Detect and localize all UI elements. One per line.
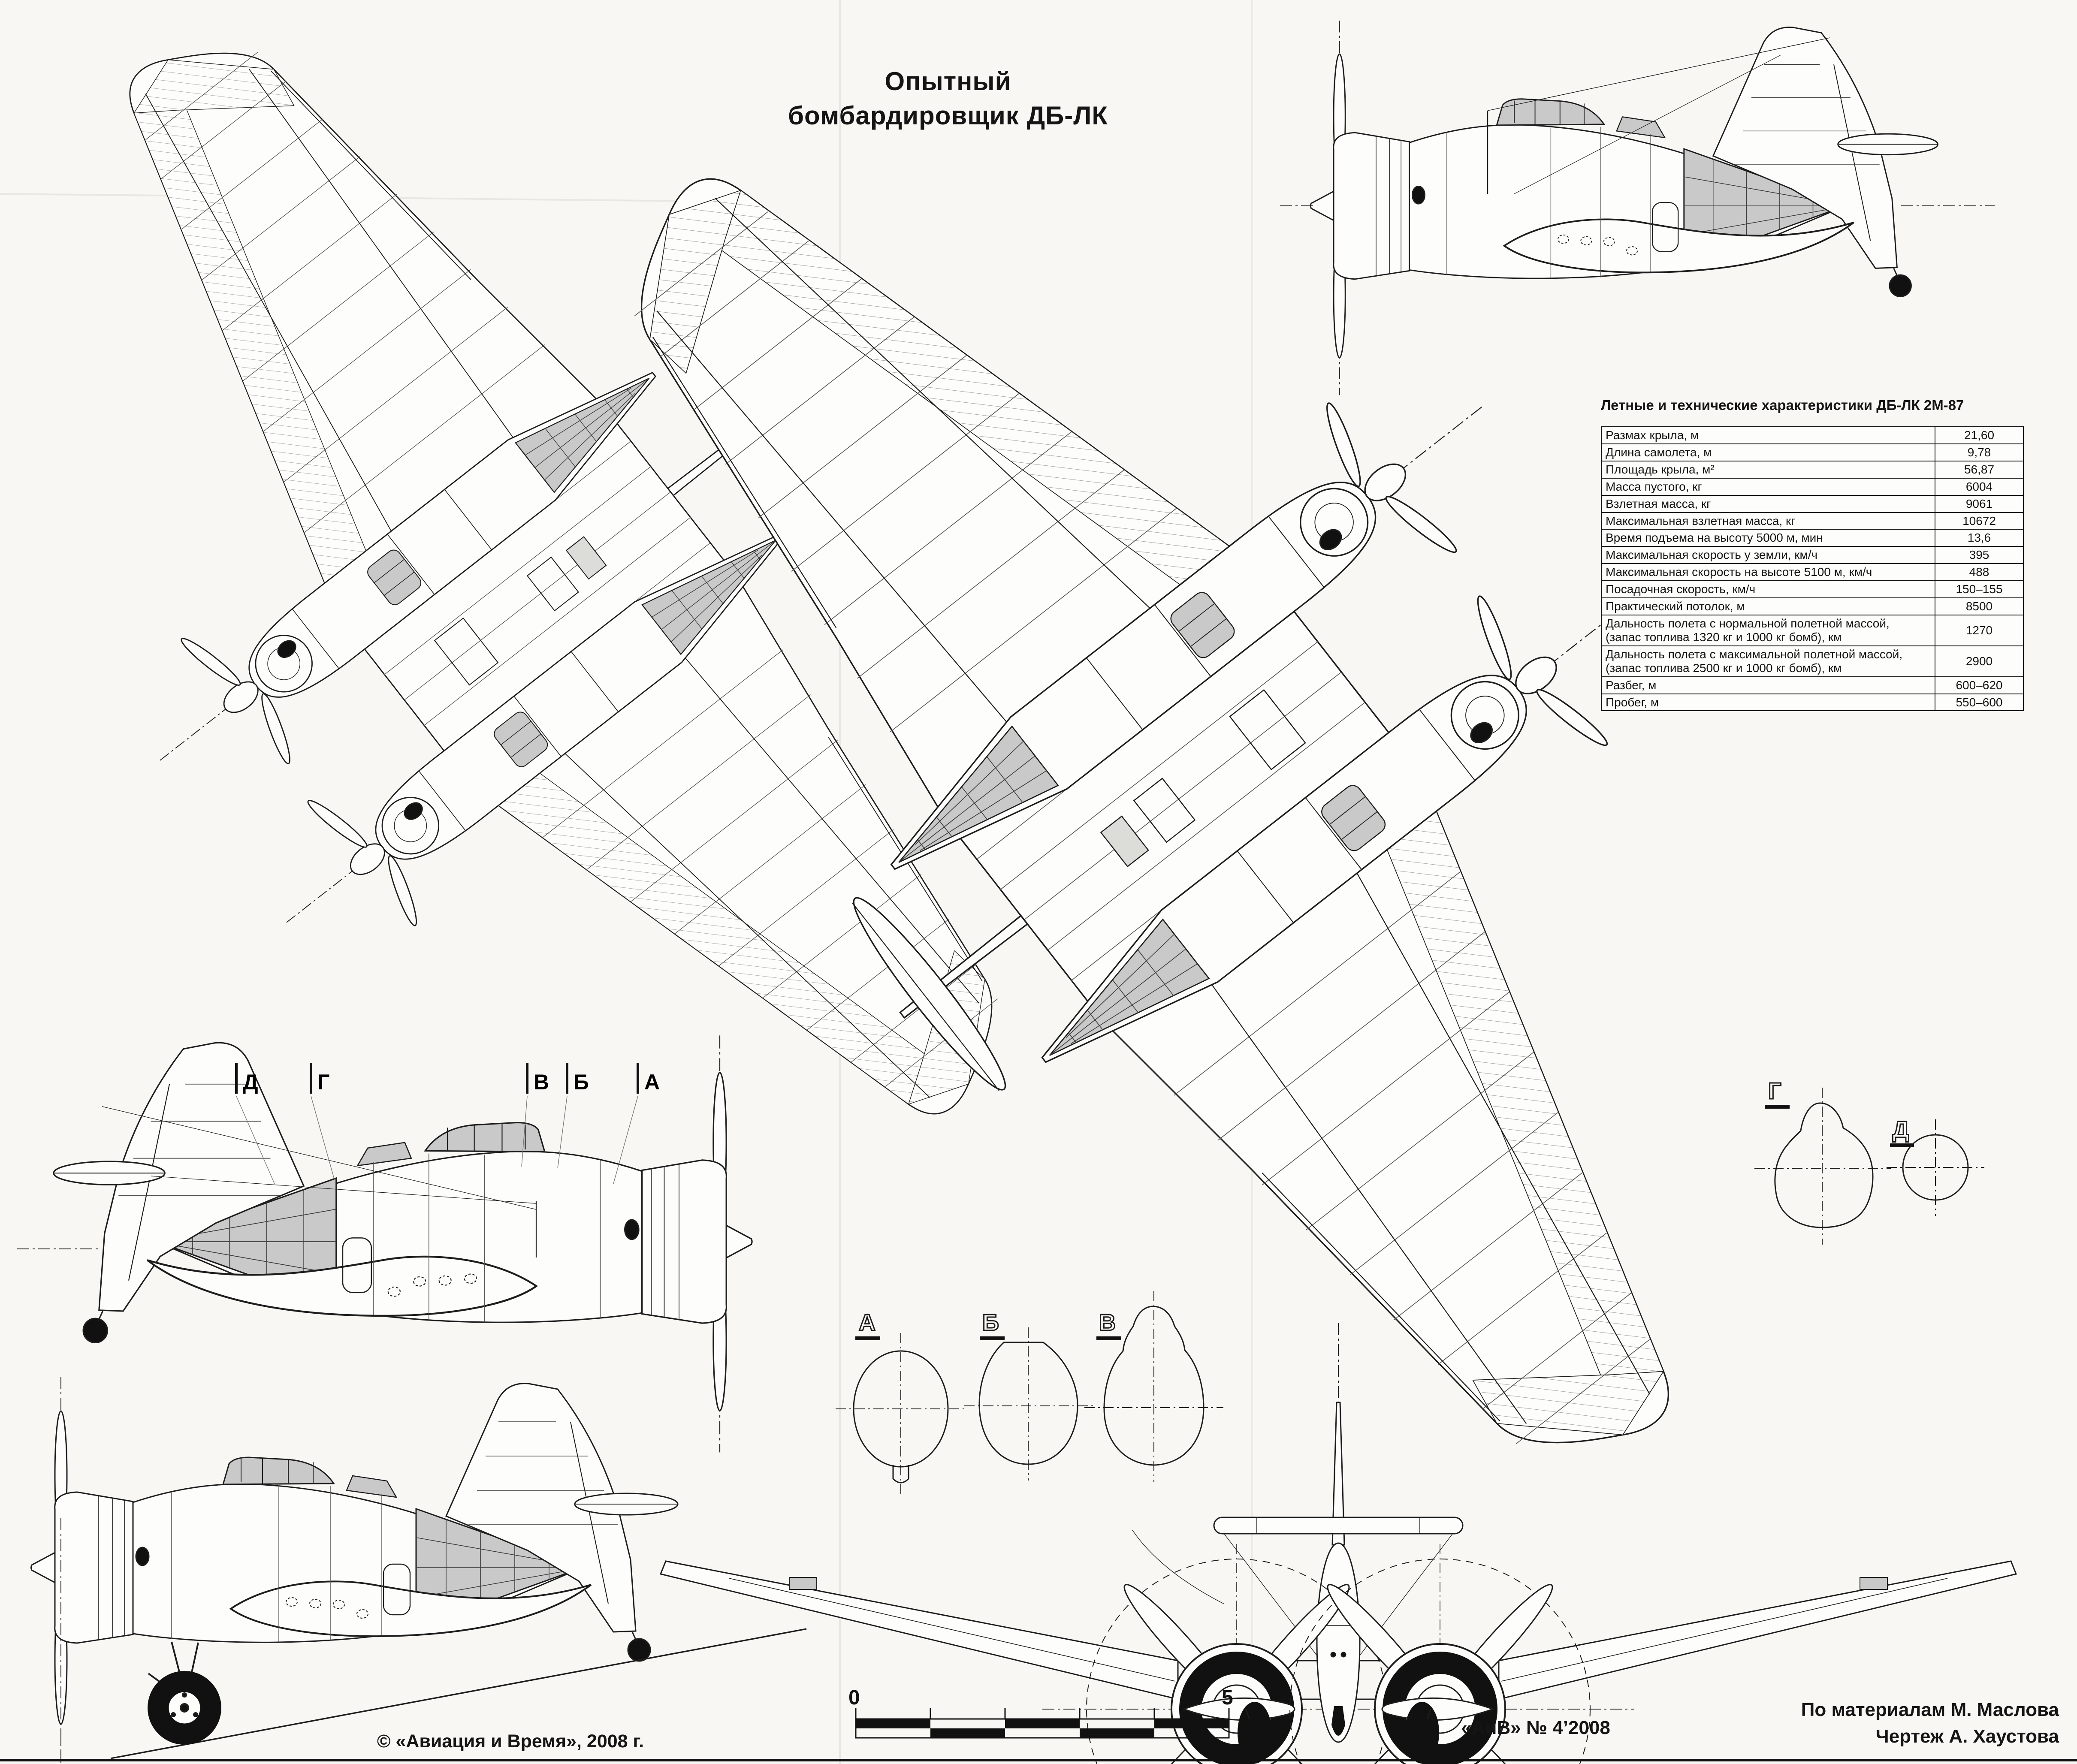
fin-front bbox=[1331, 1402, 1345, 1546]
front-view-aircraft bbox=[659, 1323, 2017, 1764]
page-title-line2: бомбардировщик ДБ-ЛК bbox=[788, 101, 1108, 130]
spec-label: Дальность полета с нормальной полетной м… bbox=[1601, 614, 1935, 646]
spec-value: 13,6 bbox=[1935, 529, 2024, 547]
central-pod-front bbox=[1316, 1542, 1361, 1743]
brace-wire bbox=[1348, 1532, 1454, 1671]
cross-section-b: Б bbox=[964, 1309, 1093, 1481]
ground-line bbox=[110, 1628, 807, 1759]
cross-sections-abv: А Б В bbox=[836, 1291, 1223, 1498]
magazine-issue: «АиВ» № 4’2008 bbox=[1461, 1717, 1610, 1738]
spec-value: 550–600 bbox=[1935, 693, 2024, 712]
spec-label: Максимальная скорость на высоте 5100 м, … bbox=[1601, 563, 1935, 582]
antenna-wire bbox=[1487, 37, 1830, 111]
spec-row: Максимальная скорость на высоте 5100 м, … bbox=[1601, 563, 2024, 582]
spec-value: 10672 bbox=[1935, 512, 2024, 530]
side-view-on-ground bbox=[30, 1376, 807, 1764]
section-marker-label-a: А bbox=[644, 1070, 660, 1094]
spec-value: 56,87 bbox=[1935, 460, 2024, 479]
section-marker-label-b: Б bbox=[574, 1070, 589, 1094]
spec-label: Максимальная взлетная масса, кг bbox=[1601, 512, 1935, 530]
tailplane-front bbox=[1213, 1517, 1464, 1535]
spec-value: 395 bbox=[1935, 546, 2024, 564]
section-plane-markers: Д Г В Б А bbox=[235, 1063, 660, 1184]
front-wheel bbox=[1238, 1702, 1272, 1764]
spec-value: 2900 bbox=[1935, 645, 2024, 677]
cross-section-label-v: В bbox=[1099, 1310, 1116, 1336]
spec-value: 150–155 bbox=[1935, 580, 2024, 599]
spec-value: 6004 bbox=[1935, 477, 2024, 496]
spec-label: Дальность полета с максимальной полетной… bbox=[1601, 645, 1935, 677]
cross-section-label-b: Б bbox=[982, 1310, 999, 1336]
spec-label: Масса пустого, кг bbox=[1601, 477, 1935, 496]
spec-label: Разбег, м bbox=[1601, 676, 1935, 694]
spec-value: 9,78 bbox=[1935, 443, 2024, 461]
cross-section-v: В bbox=[1084, 1291, 1223, 1482]
credit-draftsman: Чертеж А. Хаустова bbox=[1875, 1726, 2059, 1747]
spec-label: Посадочная скорость, км/ч bbox=[1601, 580, 1935, 599]
antenna-wire bbox=[1132, 1530, 1225, 1604]
scale-bar: 0 5 bbox=[848, 1686, 1233, 1739]
cross-section-d: Д bbox=[1887, 1116, 1984, 1216]
spec-value: 488 bbox=[1935, 563, 2024, 582]
brace-wire bbox=[1223, 1532, 1328, 1671]
spec-label: Пробег, м bbox=[1601, 693, 1935, 712]
spec-value: 9061 bbox=[1935, 495, 2024, 513]
spec-label: Максимальная скорость у земли, км/ч bbox=[1601, 546, 1935, 564]
left-engine-front bbox=[1086, 1544, 1387, 1764]
credit-source: По материалам М. Маслова bbox=[1801, 1699, 2059, 1720]
front-wheel bbox=[1405, 1702, 1439, 1764]
spec-value: 600–620 bbox=[1935, 676, 2024, 694]
tail-front bbox=[1132, 1402, 1464, 1671]
side-view-middle-left: Д Г В Б А bbox=[17, 1035, 752, 1452]
cross-section-g: Г bbox=[1754, 1078, 1891, 1245]
spec-value: 1270 bbox=[1935, 614, 2024, 646]
section-marker-label-g: Г bbox=[317, 1070, 329, 1094]
spec-value: 21,60 bbox=[1935, 426, 2024, 444]
section-marker-label-v: В bbox=[534, 1070, 549, 1094]
spec-label: Площадь крыла, м² bbox=[1601, 460, 1935, 479]
spec-label: Длина самолета, м bbox=[1601, 443, 1935, 461]
cross-section-label-a: А bbox=[859, 1310, 875, 1336]
cross-section-label-d: Д bbox=[1893, 1117, 1909, 1143]
spec-table-title: Летные и технические характеристики ДБ-Л… bbox=[1601, 397, 1964, 413]
spec-row: Дальность полета с максимальной полетной… bbox=[1601, 645, 2024, 677]
side-view-top-right bbox=[1280, 20, 1995, 396]
scale-start-label: 0 bbox=[848, 1686, 860, 1709]
copyright-note: © «Авиация и Время», 2008 г. bbox=[377, 1731, 644, 1752]
cross-sections-gd: Г Д bbox=[1754, 1078, 1984, 1245]
spec-label: Взлетная масса, кг bbox=[1601, 495, 1935, 513]
spec-row: Дальность полета с нормальной полетной м… bbox=[1601, 614, 2024, 646]
section-marker-label-d: Д bbox=[243, 1070, 258, 1094]
spec-label: Время подъема на высоту 5000 м, мин bbox=[1601, 529, 1935, 547]
main-landing-gear bbox=[148, 1641, 221, 1745]
credits-block: По материалам М. Маслова Чертеж А. Хауст… bbox=[1712, 1697, 2059, 1750]
spec-label: Практический потолок, м bbox=[1601, 597, 1935, 615]
page-title: Опытный бомбардировщик ДБ-ЛК bbox=[755, 64, 1141, 133]
right-engine-front bbox=[1289, 1544, 1591, 1764]
spec-value: 8500 bbox=[1935, 597, 2024, 615]
page-title-line1: Опытный bbox=[885, 67, 1011, 96]
scale-end-label: 5 bbox=[1222, 1686, 1233, 1709]
cross-section-label-g: Г bbox=[1768, 1078, 1781, 1104]
cross-section-a: А bbox=[836, 1309, 966, 1498]
spec-label: Размах крыла, м bbox=[1601, 426, 1935, 444]
